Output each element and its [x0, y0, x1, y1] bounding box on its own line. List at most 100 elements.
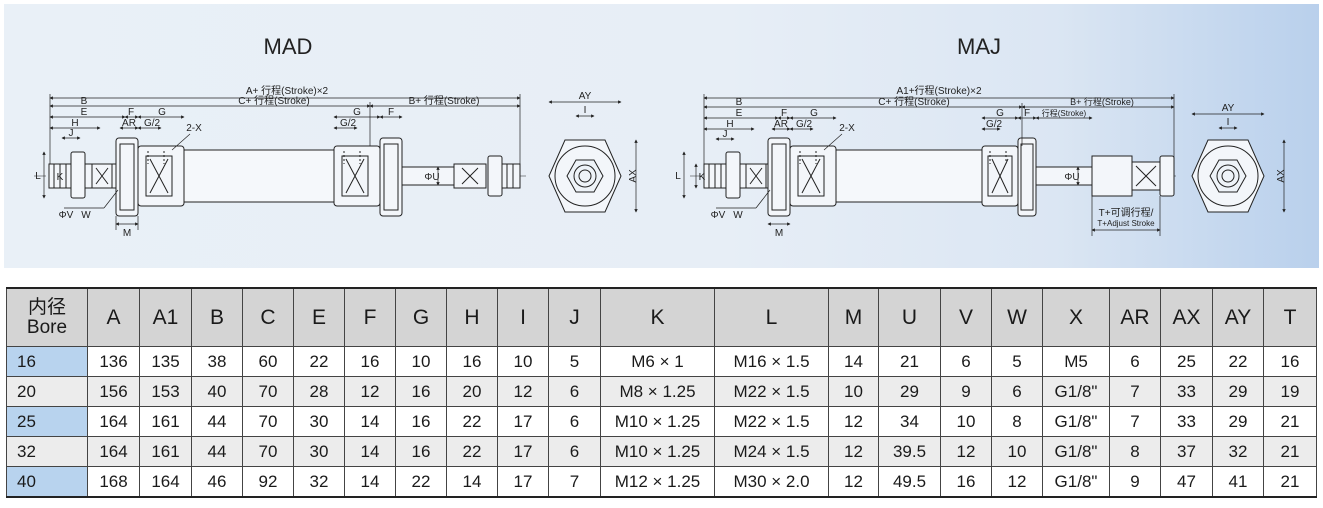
table-cell: 17 — [497, 406, 549, 437]
table-cell: 14 — [344, 406, 396, 437]
table-cell: 14 — [344, 466, 396, 498]
table-cell: 6 — [940, 346, 992, 377]
column-header: L — [714, 287, 829, 347]
column-header: C — [242, 287, 294, 347]
table-cell: 6 — [1109, 346, 1161, 377]
table-cell: 22 — [395, 466, 447, 498]
table-cell: 6 — [548, 376, 601, 407]
table-cell: 6 — [548, 436, 601, 467]
svg-text:B+ 行程(Stroke): B+ 行程(Stroke) — [1070, 96, 1134, 107]
table-cell: 7 — [1109, 406, 1161, 437]
svg-text:ΦU: ΦU — [424, 172, 439, 183]
table-cell: 22 — [446, 406, 498, 437]
table-cell: 136 — [87, 346, 140, 377]
table-cell: 6 — [548, 406, 601, 437]
svg-text:H: H — [726, 119, 733, 130]
table-cell: 10 — [940, 406, 992, 437]
svg-text:I: I — [1227, 117, 1230, 128]
table-cell: M24 × 1.5 — [714, 436, 829, 467]
table-cell: G1/8" — [1042, 436, 1110, 467]
svg-text:B: B — [81, 96, 88, 107]
table-cell: 10 — [395, 346, 447, 377]
table-cell: 164 — [139, 466, 192, 498]
table-cell: 20 — [446, 376, 498, 407]
svg-text:F: F — [128, 107, 134, 118]
bore-cell: 25 — [6, 406, 88, 437]
table-cell: 21 — [878, 346, 941, 377]
table-cell: 29 — [1212, 406, 1264, 437]
table-cell: 156 — [87, 376, 140, 407]
table-cell: 70 — [242, 406, 294, 437]
table-cell: 135 — [139, 346, 192, 377]
dimensions-table: 内径 Bore A A1 B C E F G H I J K L M U V W… — [6, 287, 1317, 498]
column-header: AY — [1212, 287, 1264, 347]
table-cell: 30 — [293, 436, 345, 467]
svg-text:K: K — [57, 172, 64, 183]
svg-text:ΦU: ΦU — [1064, 172, 1079, 183]
svg-text:G: G — [353, 107, 361, 118]
table-cell: M12 × 1.25 — [600, 466, 715, 498]
maj-title: MAJ — [957, 34, 1001, 59]
table-cell: 7 — [548, 466, 601, 498]
table-cell: 10 — [497, 346, 549, 377]
table-cell: 168 — [87, 466, 140, 498]
column-header: V — [940, 287, 992, 347]
table-cell: 12 — [940, 436, 992, 467]
svg-text:行程(Stroke): 行程(Stroke) — [1042, 108, 1087, 118]
svg-text:J: J — [69, 128, 74, 139]
table-cell: 49.5 — [878, 466, 941, 498]
table-cell: 22 — [446, 436, 498, 467]
mad-end-labels: AY I AX — [579, 91, 639, 183]
table-cell: 60 — [242, 346, 294, 377]
mad-title: MAD — [264, 34, 313, 59]
table-cell: 6 — [991, 376, 1043, 407]
table-cell: 37 — [1160, 436, 1213, 467]
table-cell: 22 — [1212, 346, 1264, 377]
svg-text:C+ 行程(Stroke): C+ 行程(Stroke) — [238, 94, 309, 107]
svg-text:2-X: 2-X — [839, 123, 855, 134]
table-cell: 21 — [1263, 466, 1317, 498]
svg-text:F: F — [1024, 108, 1030, 119]
table-cell: 34 — [878, 406, 941, 437]
table-cell: 21 — [1263, 436, 1317, 467]
table-cell: 70 — [242, 436, 294, 467]
table-cell: 153 — [139, 376, 192, 407]
table-cell: M30 × 2.0 — [714, 466, 829, 498]
table-cell: M16 × 1.5 — [714, 346, 829, 377]
svg-text:AR: AR — [774, 119, 788, 130]
svg-text:G: G — [996, 108, 1004, 119]
table-cell: M22 × 1.5 — [714, 376, 829, 407]
table-cell: 161 — [139, 436, 192, 467]
table-cell: 161 — [139, 406, 192, 437]
table-header-row: 内径 Bore A A1 B C E F G H I J K L M U V W… — [6, 287, 1317, 347]
svg-text:M: M — [775, 228, 783, 239]
svg-text:G/2: G/2 — [144, 118, 161, 129]
table-cell: 14 — [344, 436, 396, 467]
bore-cell: 32 — [6, 436, 88, 467]
table-cell: 44 — [191, 406, 243, 437]
svg-text:W: W — [81, 210, 91, 221]
svg-text:F: F — [388, 107, 394, 118]
technical-drawing-panel: MAD MAJ — [4, 4, 1319, 268]
column-header: G — [395, 287, 447, 347]
table-cell: 41 — [1212, 466, 1264, 498]
column-header: X — [1042, 287, 1110, 347]
svg-text:L: L — [675, 171, 681, 182]
maj-end-labels: AY I AX — [1222, 103, 1287, 183]
table-cell: 19 — [1263, 376, 1317, 407]
table-cell: 46 — [191, 466, 243, 498]
svg-text:I: I — [584, 105, 587, 116]
table-cell: 16 — [940, 466, 992, 498]
svg-text:AX: AX — [628, 169, 639, 183]
svg-text:G/2: G/2 — [340, 118, 357, 129]
table-cell: 12 — [991, 466, 1043, 498]
svg-text:B: B — [736, 97, 743, 108]
table-cell: M5 — [1042, 346, 1110, 377]
svg-text:E: E — [81, 107, 88, 118]
table-cell: G1/8" — [1042, 376, 1110, 407]
column-header: J — [548, 287, 601, 347]
table-cell: 29 — [1212, 376, 1264, 407]
